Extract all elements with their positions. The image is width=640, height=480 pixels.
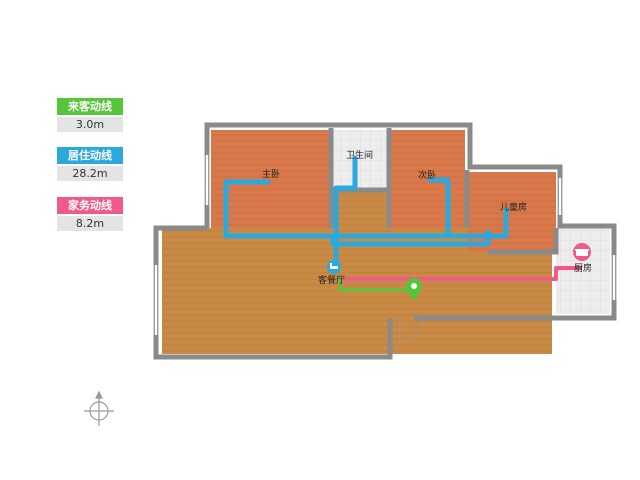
kitchen-floor [556,228,610,314]
bathroom-floor [333,130,387,190]
living-lower-floor [162,300,388,354]
master-bedroom-floor [211,130,329,228]
room-label-master-bedroom: 主卧 [262,168,280,180]
legend-living-chip: 居住动线 [57,147,123,164]
entrance-door [399,317,425,343]
window-frames [153,155,617,335]
cooking-pot-icon [573,243,591,261]
legend-guest-value: 3.0m [57,117,123,132]
room-label-kids-room: 儿童房 [500,201,527,213]
kids-room-floor [468,172,556,252]
hall-floor [333,190,387,228]
compass-icon [84,390,114,426]
legend-guest-chip: 来客动线 [57,98,123,115]
room-label-second-bedroom: 次卧 [418,169,436,181]
legend-chore-chip: 家务动线 [57,197,123,214]
entrance-floor [388,300,552,314]
legend-living-value: 28.2m [57,166,123,181]
windows [155,155,615,335]
entrance-pin-icon [406,278,422,300]
guest-route [338,276,416,292]
room-label-bathroom: 卫生间 [346,149,373,161]
bed-icon [327,260,341,274]
room-label-living-dining: 客餐厅 [318,274,345,286]
legend-chore-value: 8.2m [57,216,123,231]
room-label-kitchen: 厨房 [574,262,592,274]
chore-route [340,266,582,281]
living-route [223,155,509,265]
